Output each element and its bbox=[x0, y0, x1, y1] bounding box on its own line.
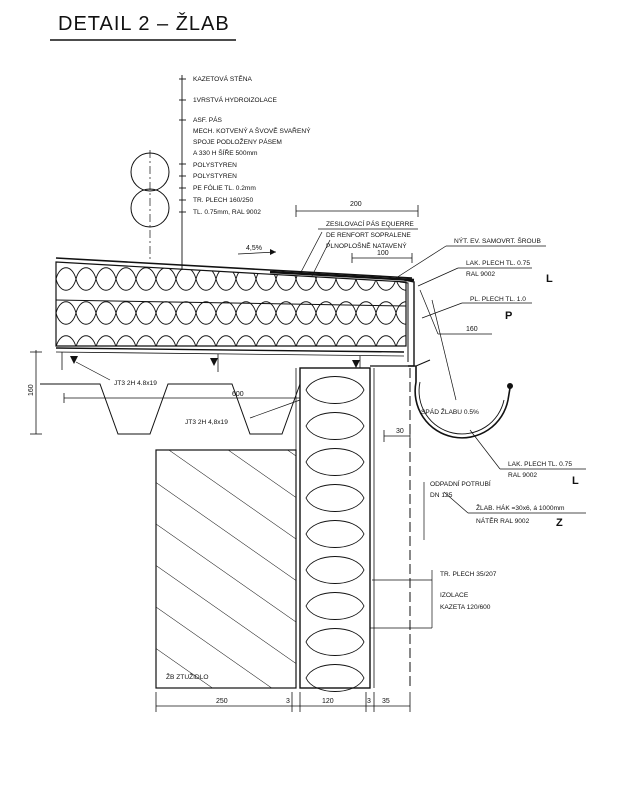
dimension-100: 100 bbox=[351, 250, 413, 263]
wall-cassette bbox=[295, 365, 416, 692]
fastener-label-1: JT3 2H 4.8x19 bbox=[75, 361, 157, 387]
dimension-160-right: 160 bbox=[419, 289, 492, 401]
svg-text:4,5%: 4,5% bbox=[246, 245, 262, 252]
fastener-label-2: JT3 2H 4,8x19 bbox=[185, 399, 301, 426]
hook-mark-z: Z bbox=[556, 517, 563, 529]
bottom-dimensions: 250 3 120 3 35 bbox=[155, 692, 411, 712]
svg-text:100: 100 bbox=[377, 250, 389, 257]
svg-text:250: 250 bbox=[216, 698, 228, 705]
gutter-l-note: LAK. PLECH TL. 0.75 RAL 9002 L bbox=[469, 429, 586, 487]
layer-note: ASF. PÁS bbox=[193, 115, 223, 124]
hook-note: ŽLAB. HÁK =30x6, á 1000mm NÁTĚR RAL 9002… bbox=[443, 491, 586, 529]
layer-note: A 330 H ŠÍŘE 500mm bbox=[193, 148, 258, 157]
column-label: ŽB ZTUŽIDLO bbox=[166, 672, 209, 681]
flashing-l-note: LAK. PLECH TL. 0.75 RAL 9002 L bbox=[417, 260, 553, 287]
svg-text:160: 160 bbox=[28, 384, 35, 396]
concrete-tie-beam: ŽB ZTUŽIDLO bbox=[155, 449, 297, 689]
svg-text:ŽLAB. HÁK =30x6, á 1000mm: ŽLAB. HÁK =30x6, á 1000mm bbox=[476, 503, 565, 512]
svg-text:600: 600 bbox=[232, 391, 244, 398]
trapezoidal-deck bbox=[40, 352, 361, 435]
insulation-loop bbox=[305, 592, 365, 620]
gutter-mark-l: L bbox=[572, 475, 579, 487]
flashing-mark-p: P bbox=[505, 310, 512, 322]
insulation-loop bbox=[305, 664, 365, 692]
svg-text:JT3 2H 4,8x19: JT3 2H 4,8x19 bbox=[185, 419, 228, 426]
gutter bbox=[414, 359, 513, 439]
svg-text:120: 120 bbox=[322, 698, 334, 705]
svg-text:TR. PLECH 35/207: TR. PLECH 35/207 bbox=[440, 571, 497, 578]
svg-text:160: 160 bbox=[466, 326, 478, 333]
svg-text:35: 35 bbox=[382, 698, 390, 705]
layer-note: TL. 0.75mm, RAL 9002 bbox=[193, 209, 261, 216]
insulation-loop bbox=[305, 448, 365, 476]
layer-note: POLYSTYREN bbox=[193, 162, 237, 169]
reinforcement-note: ZESILOVACÍ PÁS EQUERRE DE RENFORT SOPRAL… bbox=[299, 219, 418, 277]
svg-text:IZOLACE: IZOLACE bbox=[440, 592, 469, 599]
wall-notes: TR. PLECH 35/207 IZOLACE KAZETA 120/600 bbox=[370, 570, 497, 629]
svg-text:JT3 2H 4.8x19: JT3 2H 4.8x19 bbox=[114, 380, 157, 387]
flashing-p-note: PL. PLECH TL. 1.0 P bbox=[421, 296, 532, 322]
svg-text:LAK. PLECH TL. 0.75: LAK. PLECH TL. 0.75 bbox=[466, 260, 530, 267]
dimension-160-left: 160 bbox=[28, 350, 42, 435]
svg-text:PLNOPLOŠNĚ NATAVENÝ: PLNOPLOŠNĚ NATAVENÝ bbox=[326, 241, 407, 250]
svg-text:NÝT. EV. SAMOVRT. ŠROUB: NÝT. EV. SAMOVRT. ŠROUB bbox=[454, 236, 541, 245]
roof-slope-label: 4,5% bbox=[237, 245, 277, 255]
svg-text:DN 125: DN 125 bbox=[430, 492, 453, 499]
insulation-loop bbox=[305, 376, 365, 404]
dim-label: 200 bbox=[350, 201, 362, 208]
layer-note: PE FÓLIE TL. 0.2mm bbox=[193, 183, 256, 192]
svg-text:NÁTĚR RAL 9002: NÁTĚR RAL 9002 bbox=[476, 516, 530, 525]
column-reference-circles bbox=[130, 150, 170, 262]
svg-text:SPÁD ŽLABU 0.5%: SPÁD ŽLABU 0.5% bbox=[421, 407, 479, 416]
dimension-30: 30 bbox=[383, 428, 411, 442]
svg-text:RAL 9002: RAL 9002 bbox=[508, 472, 537, 479]
layer-notes-leader bbox=[179, 75, 186, 270]
insulation-loop bbox=[305, 412, 365, 440]
layer-note: POLYSTYREN bbox=[193, 173, 237, 180]
downpipe-note: ODPADNÍ POTRUBÍ DN 125 bbox=[423, 479, 491, 540]
svg-text:KAZETA 120/600: KAZETA 120/600 bbox=[440, 604, 491, 611]
layer-note: SPOJE PODLOŽENY PÁSEM bbox=[193, 137, 282, 146]
svg-text:30: 30 bbox=[396, 428, 404, 435]
svg-text:DE RENFORT SOPRALENE: DE RENFORT SOPRALENE bbox=[326, 232, 411, 239]
svg-text:ZESILOVACÍ PÁS EQUERRE: ZESILOVACÍ PÁS EQUERRE bbox=[326, 219, 414, 228]
svg-text:ODPADNÍ POTRUBÍ: ODPADNÍ POTRUBÍ bbox=[430, 479, 491, 488]
insulation-loop bbox=[305, 628, 365, 656]
svg-text:3: 3 bbox=[286, 698, 290, 705]
svg-text:LAK. PLECH TL. 0.75: LAK. PLECH TL. 0.75 bbox=[508, 461, 572, 468]
layer-notes: KAZETOVÁ STĚNA 1VRSTVÁ HYDROIZOLACE ASF.… bbox=[193, 74, 311, 216]
layer-note: TR. PLECH 160/250 bbox=[193, 197, 253, 204]
dimension-200: 200 bbox=[295, 201, 419, 217]
gutter-slope-label: SPÁD ŽLABU 0.5% bbox=[421, 407, 479, 416]
svg-text:RAL 9002: RAL 9002 bbox=[466, 271, 495, 278]
flashing-mark-l: L bbox=[546, 273, 553, 285]
drawing-title: DETAIL 2 – ŽLAB bbox=[58, 12, 230, 35]
insulation-loop bbox=[305, 520, 365, 548]
screw-note: NÝT. EV. SAMOVRT. ŠROUB bbox=[395, 236, 546, 279]
roof-insulation-panel bbox=[55, 257, 415, 357]
svg-text:3: 3 bbox=[367, 698, 371, 705]
svg-text:PL. PLECH TL. 1.0: PL. PLECH TL. 1.0 bbox=[470, 296, 526, 303]
insulation-loop bbox=[305, 484, 365, 512]
layer-note: 1VRSTVÁ HYDROIZOLACE bbox=[193, 95, 278, 104]
insulation-loop bbox=[305, 556, 365, 584]
layer-note: KAZETOVÁ STĚNA bbox=[193, 74, 252, 83]
layer-note: MECH. KOTVENÝ A ŠVOVĚ SVAŘENÝ bbox=[193, 126, 311, 135]
